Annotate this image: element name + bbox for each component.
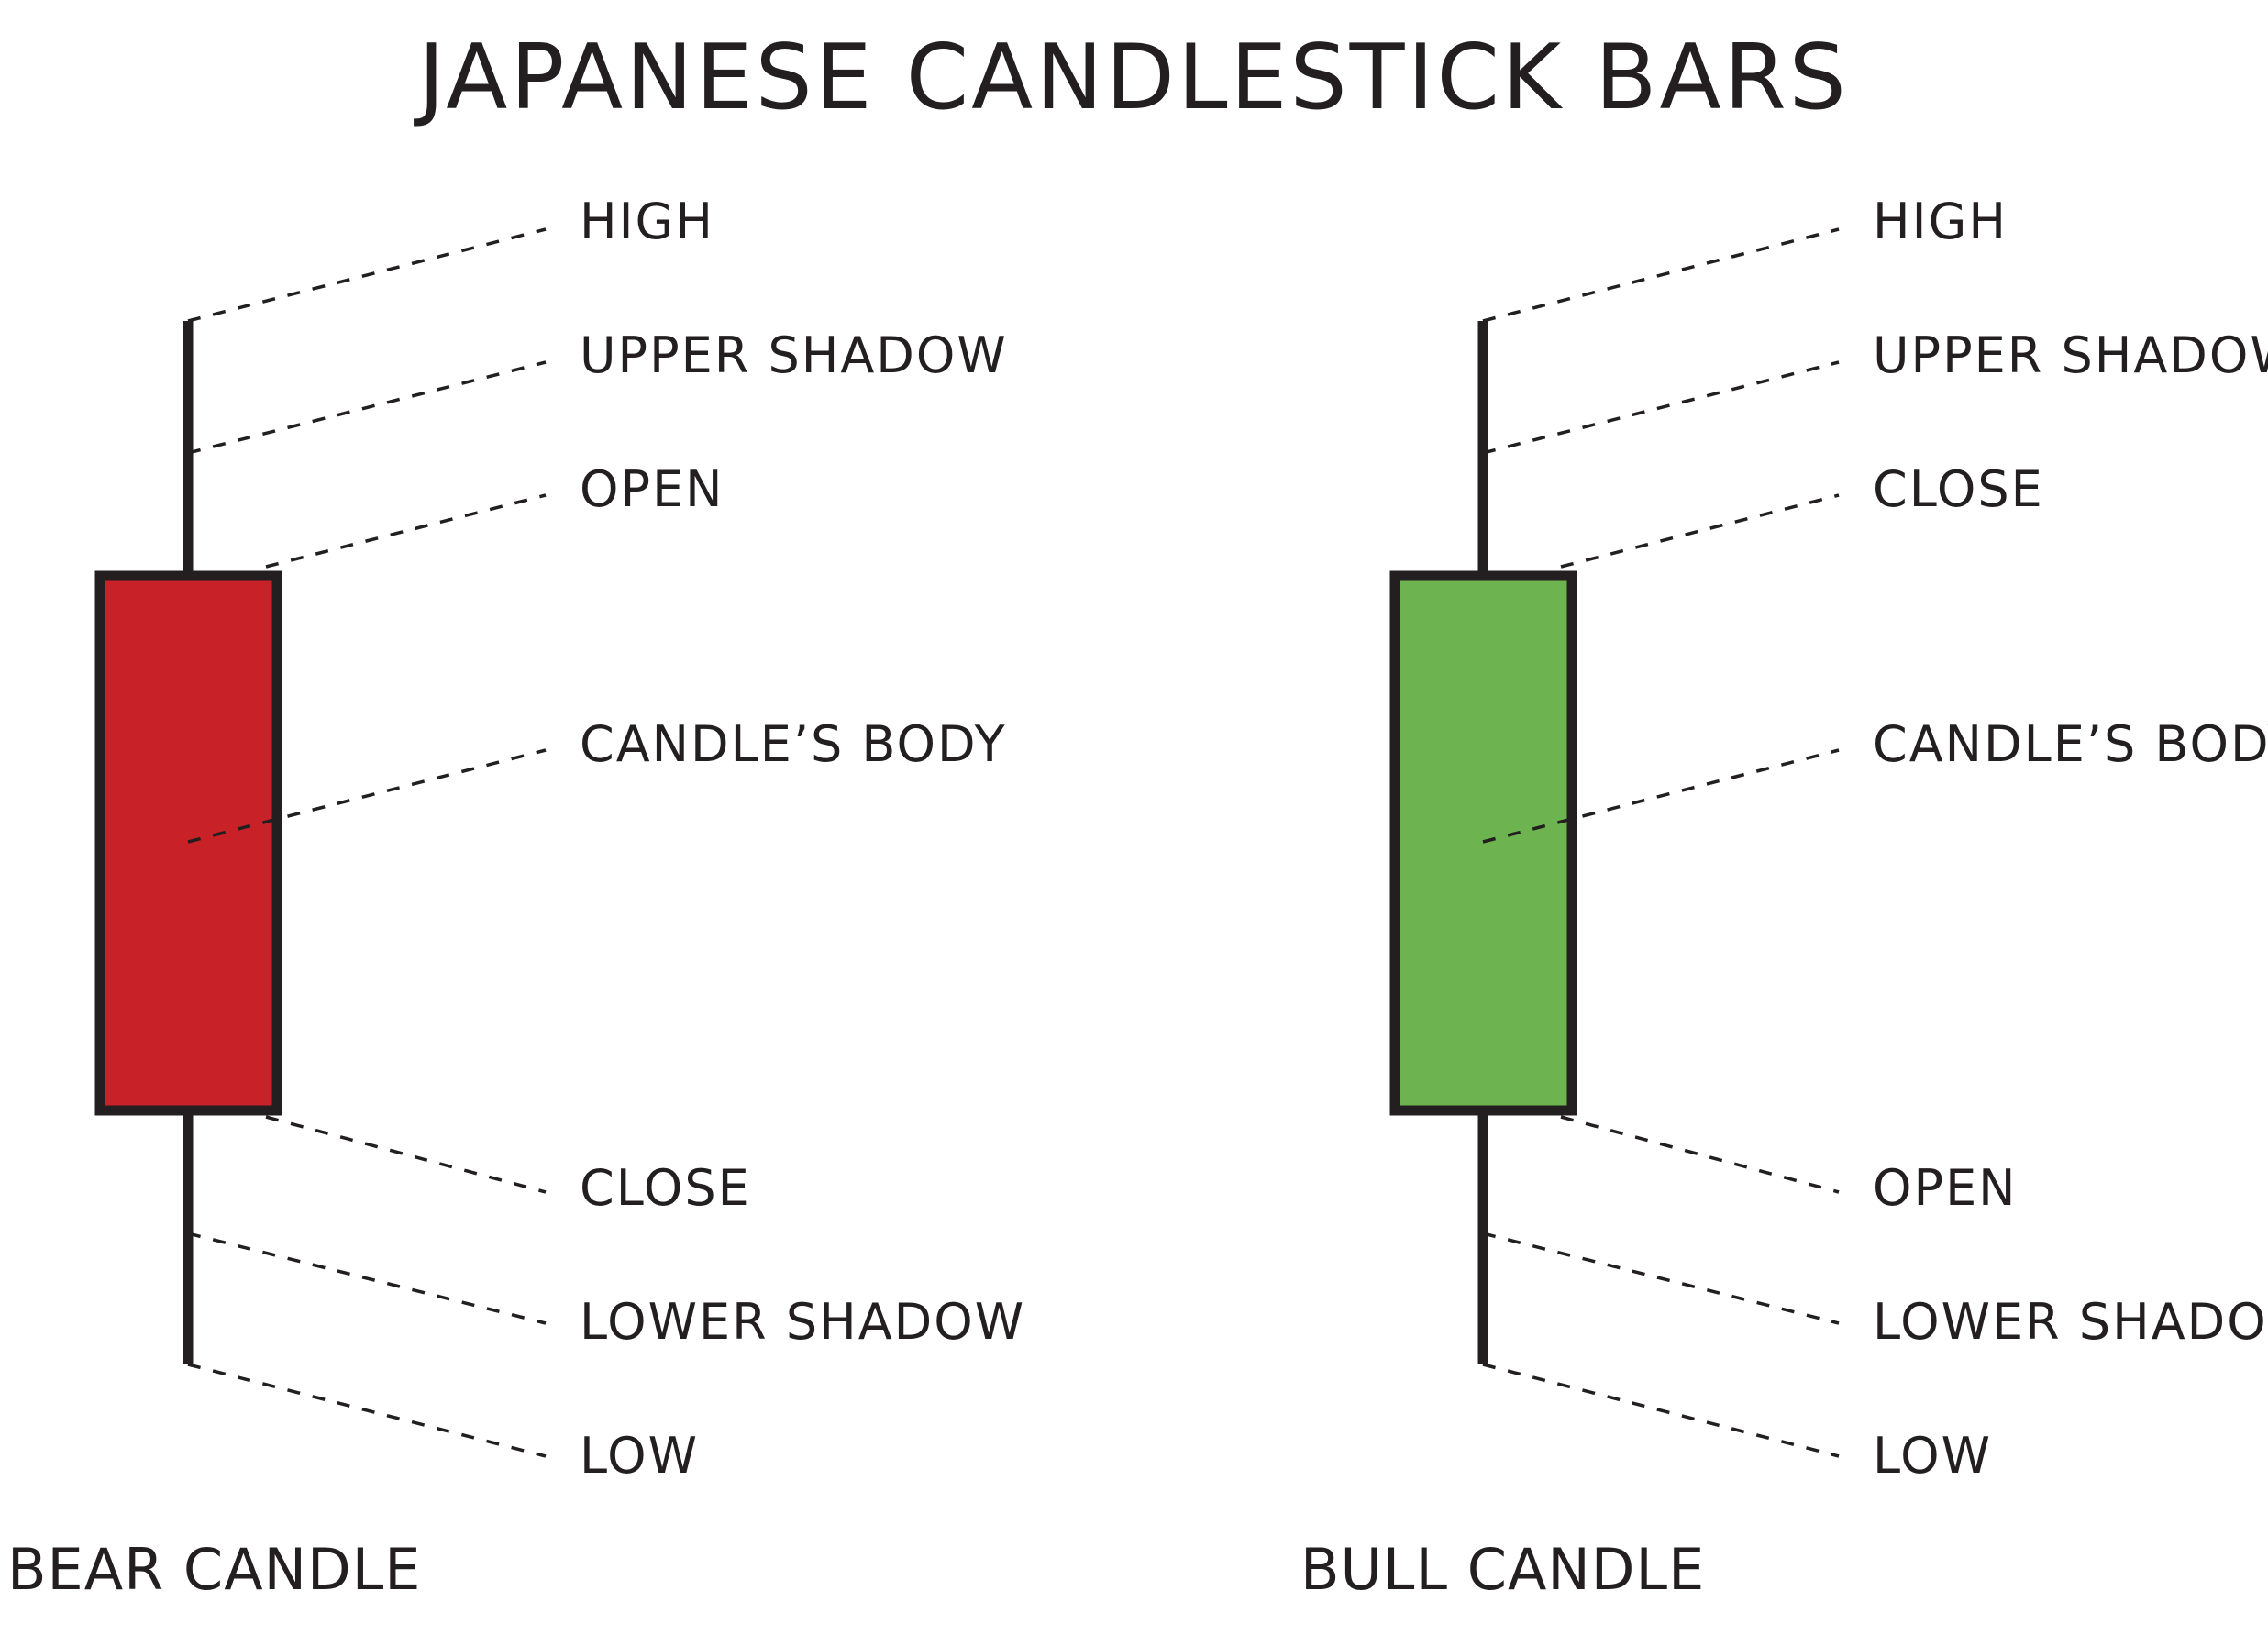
bull-candle-caption: BULL CANDLE [1300,1536,1705,1603]
bull-leader-open [1560,1115,1840,1194]
bull-leader-upper-shadow [1482,360,1840,455]
bear-leader-lower-shadow [187,1232,547,1325]
bull-leader-close [1560,493,1840,569]
bear-label-high: HIGH [580,193,714,250]
bull-label-body: CANDLE’S BODY [1873,715,2268,773]
bear-candle: HIGH UPPER SHADOW OPEN CANDLE’S BODY CLO… [7,193,1025,1603]
bear-label-close: CLOSE [580,1159,751,1217]
bull-leader-high [1482,227,1840,323]
bull-label-low: LOW [1873,1427,1992,1485]
bear-label-open: OPEN [580,460,725,518]
bull-leader-low [1482,1363,1840,1458]
bull-leader-body [1482,748,1840,844]
bear-leader-body [187,748,547,844]
bear-label-low: LOW [580,1427,699,1485]
diagram-title: JAPANESE CANDLESTICK BARS [413,26,1849,130]
bear-label-upper-shadow: UPPER SHADOW [580,326,1008,384]
bull-label-lower-shadow: LOWER SHADOW [1873,1293,2268,1351]
bear-leader-low [187,1363,547,1458]
bear-candle-caption: BEAR CANDLE [7,1536,421,1603]
bear-label-lower-shadow: LOWER SHADOW [580,1293,1025,1351]
bull-candle-body [1389,570,1577,1116]
bull-candle: HIGH UPPER SHADOW CLOSE CANDLE’S BODY OP… [1300,193,2268,1603]
bear-leader-high [187,227,547,323]
bull-leader-lower-shadow [1482,1232,1840,1325]
bull-label-high: HIGH [1873,193,2008,250]
bull-label-upper-shadow: UPPER SHADOW [1873,326,2268,384]
bear-leader-upper-shadow [187,360,547,455]
bear-label-body: CANDLE’S BODY [580,715,1007,773]
bear-leader-close [265,1115,547,1194]
bull-label-open: OPEN [1873,1159,2018,1217]
bear-leader-open [265,493,547,569]
bull-label-close: CLOSE [1873,460,2044,518]
